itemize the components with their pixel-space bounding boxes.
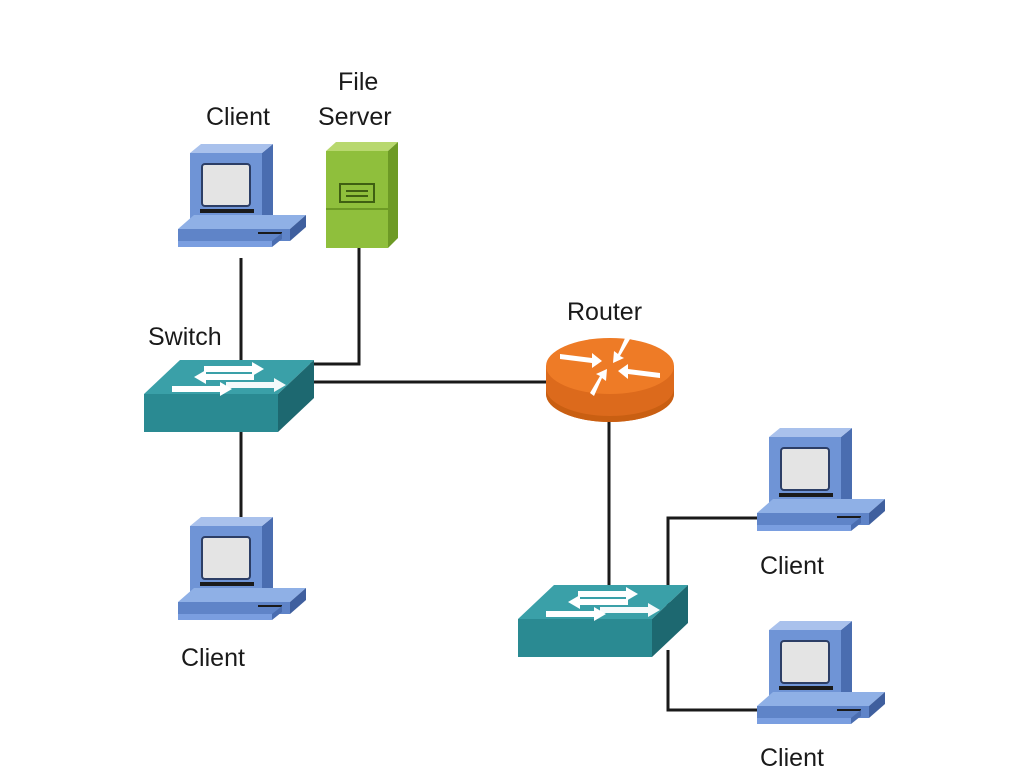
router-icon [546, 336, 674, 422]
server-tower-icon [326, 142, 398, 248]
switch-left-label: Switch [148, 323, 222, 351]
client-bottom-left [177, 516, 307, 621]
link-switch-right-to-client-top [666, 516, 760, 607]
links [239, 248, 760, 712]
client-right-top [756, 427, 886, 532]
client-top-left-label: Client [206, 103, 270, 131]
switch-left [144, 360, 314, 432]
link-switch-right-to-client-bottom [666, 650, 760, 712]
switch-right [518, 585, 688, 657]
switch-icon [518, 585, 688, 657]
file-server [326, 142, 398, 248]
client-right-bottom-label: Client [760, 744, 824, 772]
link-server-to-switch [310, 248, 361, 366]
computer-icon [177, 143, 307, 248]
switch-icon [144, 360, 314, 432]
router-label: Router [567, 298, 643, 326]
client-right-bottom [756, 620, 886, 725]
file-server-label-line1: File [338, 68, 379, 96]
client-top-left [177, 143, 307, 248]
computer-icon [756, 427, 886, 532]
computer-icon [177, 516, 307, 621]
file-server-label-line2: Server [318, 103, 392, 131]
client-bottom-left-label: Client [181, 644, 245, 672]
router [546, 336, 674, 422]
computer-icon [756, 620, 886, 725]
client-right-top-label: Client [760, 552, 824, 580]
